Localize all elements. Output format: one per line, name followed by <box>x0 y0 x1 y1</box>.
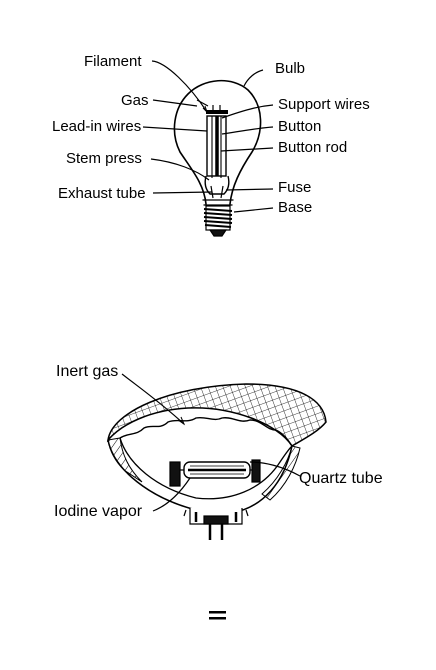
leader-filament <box>151 60 208 113</box>
leader-button <box>221 126 274 135</box>
leader-button-rod <box>220 147 274 152</box>
label-gas: Gas <box>121 92 149 109</box>
stem-press-shape <box>204 175 230 195</box>
leader-base <box>233 207 274 213</box>
leader-bulb <box>243 69 264 87</box>
label-filament: Filament <box>84 53 142 70</box>
label-lead-in-wires: Lead-in wires <box>52 118 142 135</box>
lens-face <box>106 383 327 448</box>
leader-fuse <box>225 188 274 191</box>
label-button-rod: Button rod <box>278 139 348 156</box>
label-exhaust-tube: Exhaust tube <box>58 185 146 202</box>
bulb-glass <box>173 79 262 205</box>
leader-exhaust-tube <box>152 191 213 194</box>
label-quartz-tube: Quartz tube <box>299 470 383 487</box>
lens-rim <box>119 416 293 447</box>
label-bulb: Bulb <box>275 60 306 77</box>
leader-stem-press <box>150 158 210 181</box>
screw-base <box>203 205 233 237</box>
label-stem-press: Stem press <box>66 150 142 167</box>
leader-lead-in-wires <box>142 126 208 132</box>
leader-iodine-vapor <box>152 477 191 512</box>
label-support-wires: Support wires <box>278 96 370 113</box>
bulb-neck <box>202 199 234 206</box>
label-inert-gas: Inert gas <box>56 363 119 380</box>
halogen-leaders <box>121 373 301 512</box>
leader-inert-gas <box>121 373 185 425</box>
label-button: Button <box>278 118 322 135</box>
lamp-base <box>183 508 249 540</box>
reflector-inner <box>119 437 293 500</box>
leader-support-wires <box>221 104 274 119</box>
label-fuse: Fuse <box>278 179 312 196</box>
label-iodine-vapor: Iodine vapor <box>54 503 143 520</box>
quartz-capsule <box>169 459 261 487</box>
leader-gas <box>152 99 198 107</box>
leader-quartz-tube <box>249 461 301 477</box>
filament <box>206 105 228 114</box>
incandescent-leaders <box>142 60 274 213</box>
reflector-wall <box>107 437 143 483</box>
label-base: Base <box>278 199 313 216</box>
